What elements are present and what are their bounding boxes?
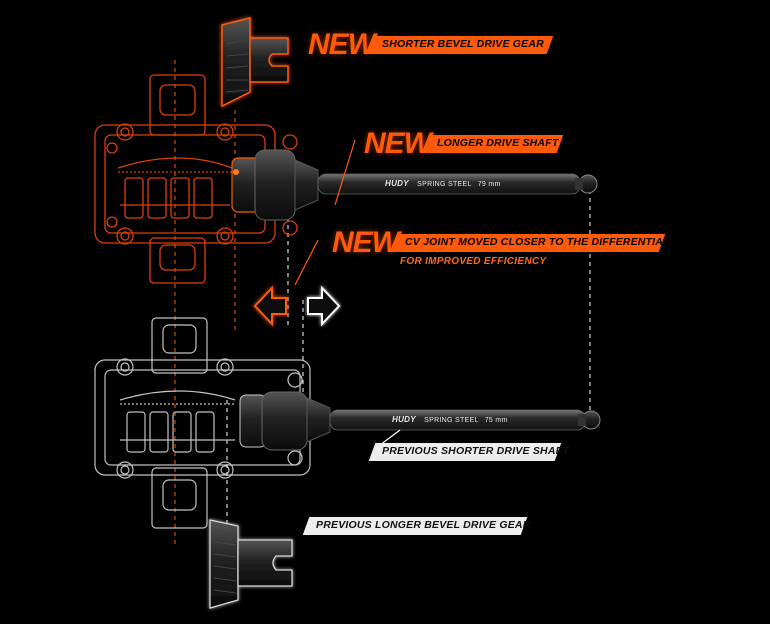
new-shaft-marking: HUDY SPRING STEEL 79 mm bbox=[385, 179, 501, 188]
new-shaft-material: SPRING STEEL bbox=[417, 181, 472, 188]
shaft-prev-label: PREVIOUS SHORTER DRIVE SHAFT bbox=[382, 445, 569, 457]
cv-new-subtext: FOR IMPROVED EFFICIENCY bbox=[400, 256, 547, 267]
arrow-left-icon bbox=[253, 285, 287, 327]
bevel-prev-label: PREVIOUS LONGER BEVEL DRIVE GEAR bbox=[316, 519, 531, 531]
arrow-right-icon bbox=[307, 285, 341, 327]
previous-drive-shaft-icon bbox=[239, 391, 601, 451]
bevel-new-label: SHORTER BEVEL DRIVE GEAR bbox=[382, 38, 544, 50]
new-tag-bevel: NEW bbox=[308, 28, 376, 61]
new-differential-housing bbox=[94, 74, 298, 284]
new-shaft-brand: HUDY bbox=[385, 179, 409, 188]
previous-shaft-brand: HUDY bbox=[392, 415, 416, 424]
new-bevel-gear-icon bbox=[221, 17, 289, 108]
guide-lines bbox=[174, 60, 591, 545]
previous-bevel-gear-icon bbox=[209, 519, 293, 609]
previous-shaft-marking: HUDY SPRING STEEL 75 mm bbox=[392, 415, 508, 424]
shaft-new-label: LONGER DRIVE SHAFT bbox=[437, 137, 559, 149]
new-drive-shaft-icon bbox=[231, 149, 598, 221]
previous-differential-housing bbox=[94, 317, 311, 529]
cv-new-label: CV JOINT MOVED CLOSER TO THE DIFFERENTIA… bbox=[405, 236, 670, 248]
new-tag-cv: NEW bbox=[332, 226, 400, 259]
previous-shaft-size: 75 mm bbox=[484, 417, 508, 424]
callout-leaders bbox=[294, 139, 401, 446]
new-shaft-size: 79 mm bbox=[477, 181, 501, 188]
new-tag-shaft: NEW bbox=[364, 127, 432, 160]
previous-shaft-material: SPRING STEEL bbox=[424, 417, 479, 424]
